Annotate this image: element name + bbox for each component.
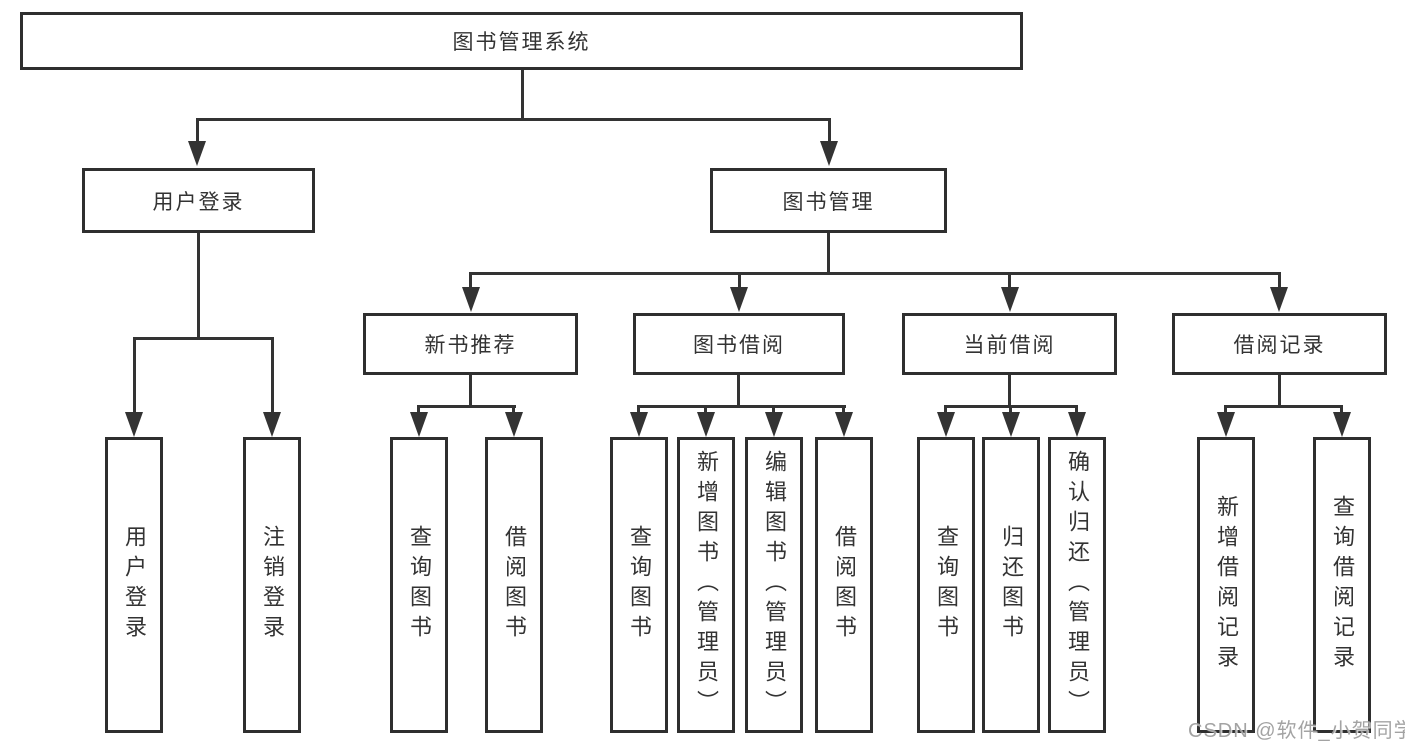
node-label: 借阅记录 [1233, 334, 1326, 357]
node-label: 借阅图书 [502, 525, 527, 645]
node-root: 图书管理系统 [20, 12, 1023, 70]
node-label: 查询图书 [627, 525, 652, 645]
arrowhead-down-icon [820, 141, 838, 166]
node-label: 图书借阅 [693, 334, 785, 357]
edge-line [417, 405, 420, 417]
edge-line [1278, 272, 1281, 292]
edge-line [417, 405, 516, 408]
edge-line [1224, 405, 1343, 408]
leaf-logout: 注销登录 [243, 437, 301, 733]
arrowhead-down-icon [1001, 287, 1019, 312]
edge-line [944, 405, 947, 417]
node-label: 查询借阅记录 [1330, 495, 1355, 675]
leaf-query-books-current: 查询图书 [917, 437, 975, 733]
edge-line [1340, 405, 1343, 417]
edge-line [197, 233, 200, 340]
leaf-borrow-books: 借阅图书 [815, 437, 873, 733]
arrowhead-down-icon [505, 412, 523, 437]
arrowhead-down-icon [410, 412, 428, 437]
edge-line [738, 272, 741, 292]
arrowhead-down-icon [462, 287, 480, 312]
arrowhead-down-icon [263, 412, 281, 437]
node-new-book-recommend: 新书推荐 [363, 313, 578, 375]
node-user-login: 用户登录 [82, 168, 315, 233]
csdn-watermark: CSDN @软件_小贺同学 [1188, 720, 1405, 742]
edge-line [737, 375, 740, 407]
edge-line [521, 70, 524, 120]
node-label: 确认归还（管理员） [1065, 450, 1090, 720]
leaf-edit-book-admin: 编辑图书（管理员） [745, 437, 803, 733]
edge-line [1009, 405, 1012, 417]
edge-line [196, 118, 199, 145]
arrowhead-down-icon [765, 412, 783, 437]
leaf-borrow-books-recommend: 借阅图书 [485, 437, 543, 733]
node-book-management: 图书管理 [710, 168, 947, 233]
arrowhead-down-icon [1270, 287, 1288, 312]
leaf-query-borrow-record: 查询借阅记录 [1313, 437, 1371, 733]
node-label: 图书管理系统 [452, 31, 591, 54]
node-label: 借阅图书 [832, 525, 857, 645]
edge-line [196, 118, 831, 121]
edge-line [469, 272, 1281, 275]
node-label: 新增图书（管理员） [694, 450, 719, 720]
edge-line [1008, 272, 1011, 292]
arrowhead-down-icon [937, 412, 955, 437]
node-borrow-records: 借阅记录 [1172, 313, 1387, 375]
edge-line [637, 405, 640, 417]
arrowhead-down-icon [1068, 412, 1086, 437]
leaf-return-book: 归还图书 [982, 437, 1040, 733]
node-label: 编辑图书（管理员） [762, 450, 787, 720]
leaf-add-borrow-record: 新增借阅记录 [1197, 437, 1255, 733]
arrowhead-down-icon [730, 287, 748, 312]
node-label: 新增借阅记录 [1214, 495, 1239, 675]
edge-line [133, 337, 274, 340]
edge-line [1278, 375, 1281, 407]
edge-line [469, 375, 472, 407]
node-label: 注销登录 [260, 525, 285, 645]
leaf-user-login: 用户登录 [105, 437, 163, 733]
edge-line [704, 405, 707, 417]
node-label: 图书管理 [782, 190, 875, 214]
leaf-add-book-admin: 新增图书（管理员） [677, 437, 735, 733]
edge-line [512, 405, 515, 417]
arrowhead-down-icon [1333, 412, 1351, 437]
edge-line [1224, 405, 1227, 417]
arrowhead-down-icon [630, 412, 648, 437]
edge-line [469, 272, 472, 292]
arrowhead-down-icon [1217, 412, 1235, 437]
node-label: 查询图书 [934, 525, 959, 645]
leaf-query-books-recommend: 查询图书 [390, 437, 448, 733]
node-current-borrowing: 当前借阅 [902, 313, 1117, 375]
edge-line [133, 337, 136, 417]
edge-line [271, 337, 274, 417]
arrowhead-down-icon [1002, 412, 1020, 437]
arrowhead-down-icon [697, 412, 715, 437]
edge-line [827, 233, 830, 275]
node-label: 查询图书 [407, 525, 432, 645]
edge-line [842, 405, 845, 417]
arrowhead-down-icon [835, 412, 853, 437]
edge-line [1075, 405, 1078, 417]
edge-line [1008, 375, 1011, 407]
leaf-confirm-return-admin: 确认归还（管理员） [1048, 437, 1106, 733]
leaf-query-books-borrowing: 查询图书 [610, 437, 668, 733]
node-label: 当前借阅 [963, 334, 1056, 357]
arrowhead-down-icon [188, 141, 206, 166]
node-book-borrowing: 图书借阅 [633, 313, 845, 375]
node-label: 归还图书 [999, 525, 1024, 645]
arrowhead-down-icon [125, 412, 143, 437]
edge-line [637, 405, 846, 408]
edge-line [828, 118, 831, 145]
node-label: 新书推荐 [424, 334, 517, 357]
node-label: 用户登录 [122, 525, 147, 645]
edge-line [772, 405, 775, 417]
node-label: 用户登录 [152, 190, 245, 214]
